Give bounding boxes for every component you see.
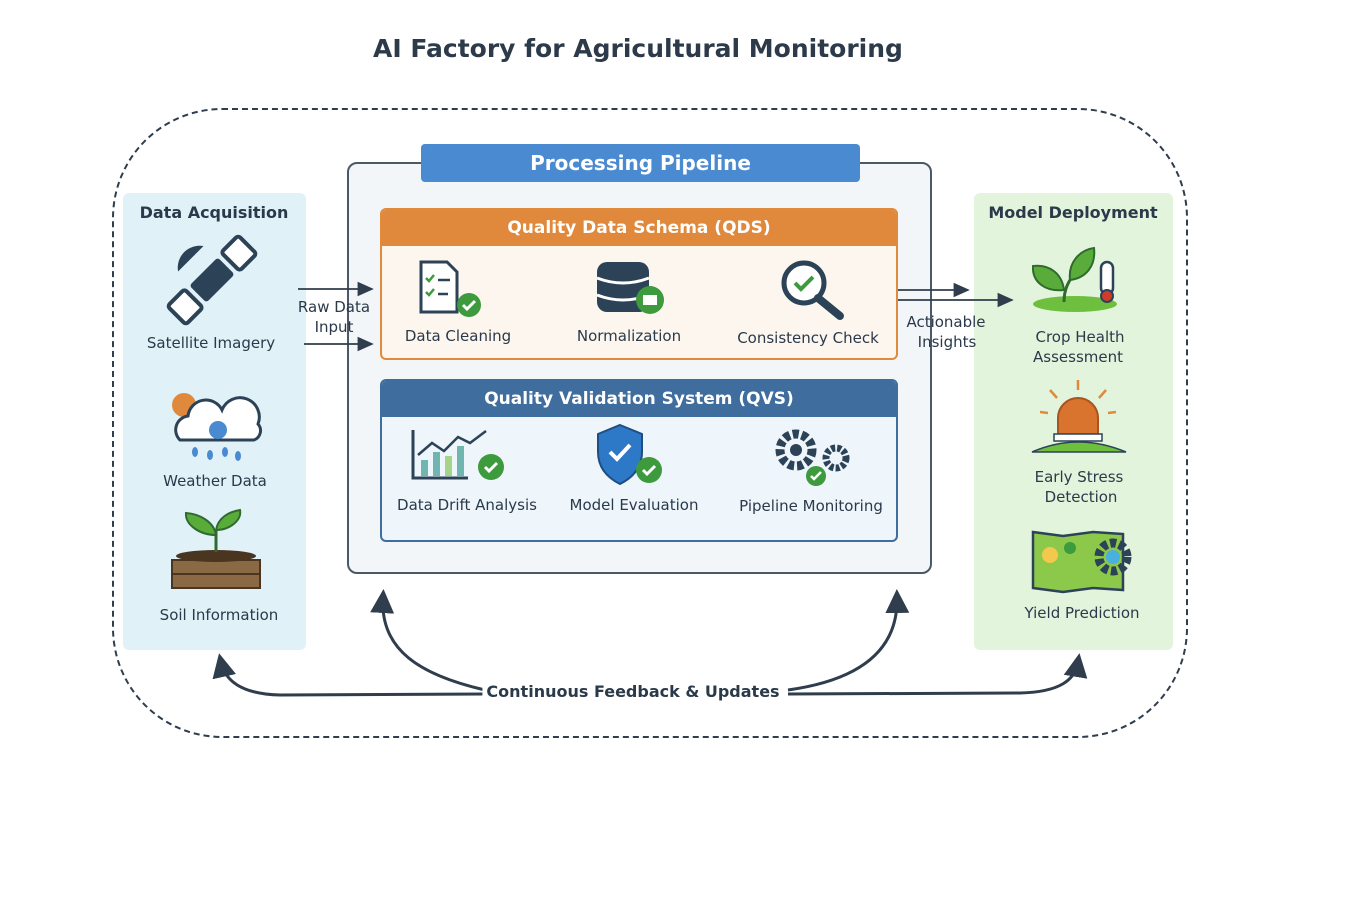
soil-plant-icon <box>171 508 261 589</box>
normalization-label: Normalization <box>576 327 682 345</box>
raw-data-label-line2: Input <box>314 318 354 336</box>
insights-label-line2: Insights <box>917 333 977 351</box>
data-cleaning-label: Data Cleaning <box>404 327 512 345</box>
early-stress-label-line1: Early Stress <box>1034 468 1124 486</box>
early-stress-label-line2: Detection <box>1044 488 1118 506</box>
database-icon <box>596 262 664 314</box>
magnifier-check-icon <box>781 260 844 320</box>
soil-information-label: Soil Information <box>159 606 279 624</box>
chart-check-icon <box>411 430 504 480</box>
feedback-loop-boundary <box>112 108 1188 738</box>
insights-arrows <box>898 282 1014 308</box>
alarm-light-icon <box>1031 380 1127 453</box>
map-gear-icon <box>1031 530 1132 594</box>
shield-check-icon <box>597 423 662 486</box>
crop-health-label-line1: Crop Health <box>1035 328 1125 346</box>
processing-pipeline-header: Processing Pipeline <box>421 144 860 182</box>
weather-data-label: Weather Data <box>163 472 267 490</box>
checklist-document-icon <box>419 260 481 317</box>
satellite-imagery-label: Satellite Imagery <box>146 334 276 352</box>
satellite-icon <box>166 234 258 326</box>
consistency-check-label: Consistency Check <box>737 329 879 347</box>
feedback-label: Continuous Feedback & Updates <box>482 682 784 701</box>
raw-data-arrows <box>298 281 374 352</box>
qvs-heading: Quality Validation System (QVS) <box>382 381 896 417</box>
insights-label-line1: Actionable <box>906 313 986 331</box>
crop-health-label-line2: Assessment <box>1033 348 1123 366</box>
model-deployment-heading: Model Deployment <box>988 203 1158 222</box>
raw-data-label-line1: Raw Data <box>297 298 371 316</box>
diagram-title: AI Factory for Agricultural Monitoring <box>373 34 903 63</box>
data-drift-analysis-label: Data Drift Analysis <box>397 496 537 514</box>
feedback-arrows <box>212 589 1088 697</box>
yield-prediction-label: Yield Prediction <box>1024 604 1140 622</box>
pipeline-monitoring-label: Pipeline Monitoring <box>739 497 883 515</box>
plant-thermometer-icon <box>1031 246 1117 312</box>
weather-icon <box>172 393 263 461</box>
qds-heading: Quality Data Schema (QDS) <box>382 210 896 246</box>
data-acquisition-heading: Data Acquisition <box>139 203 289 222</box>
gears-icon <box>775 429 850 486</box>
model-evaluation-label: Model Evaluation <box>569 496 699 514</box>
